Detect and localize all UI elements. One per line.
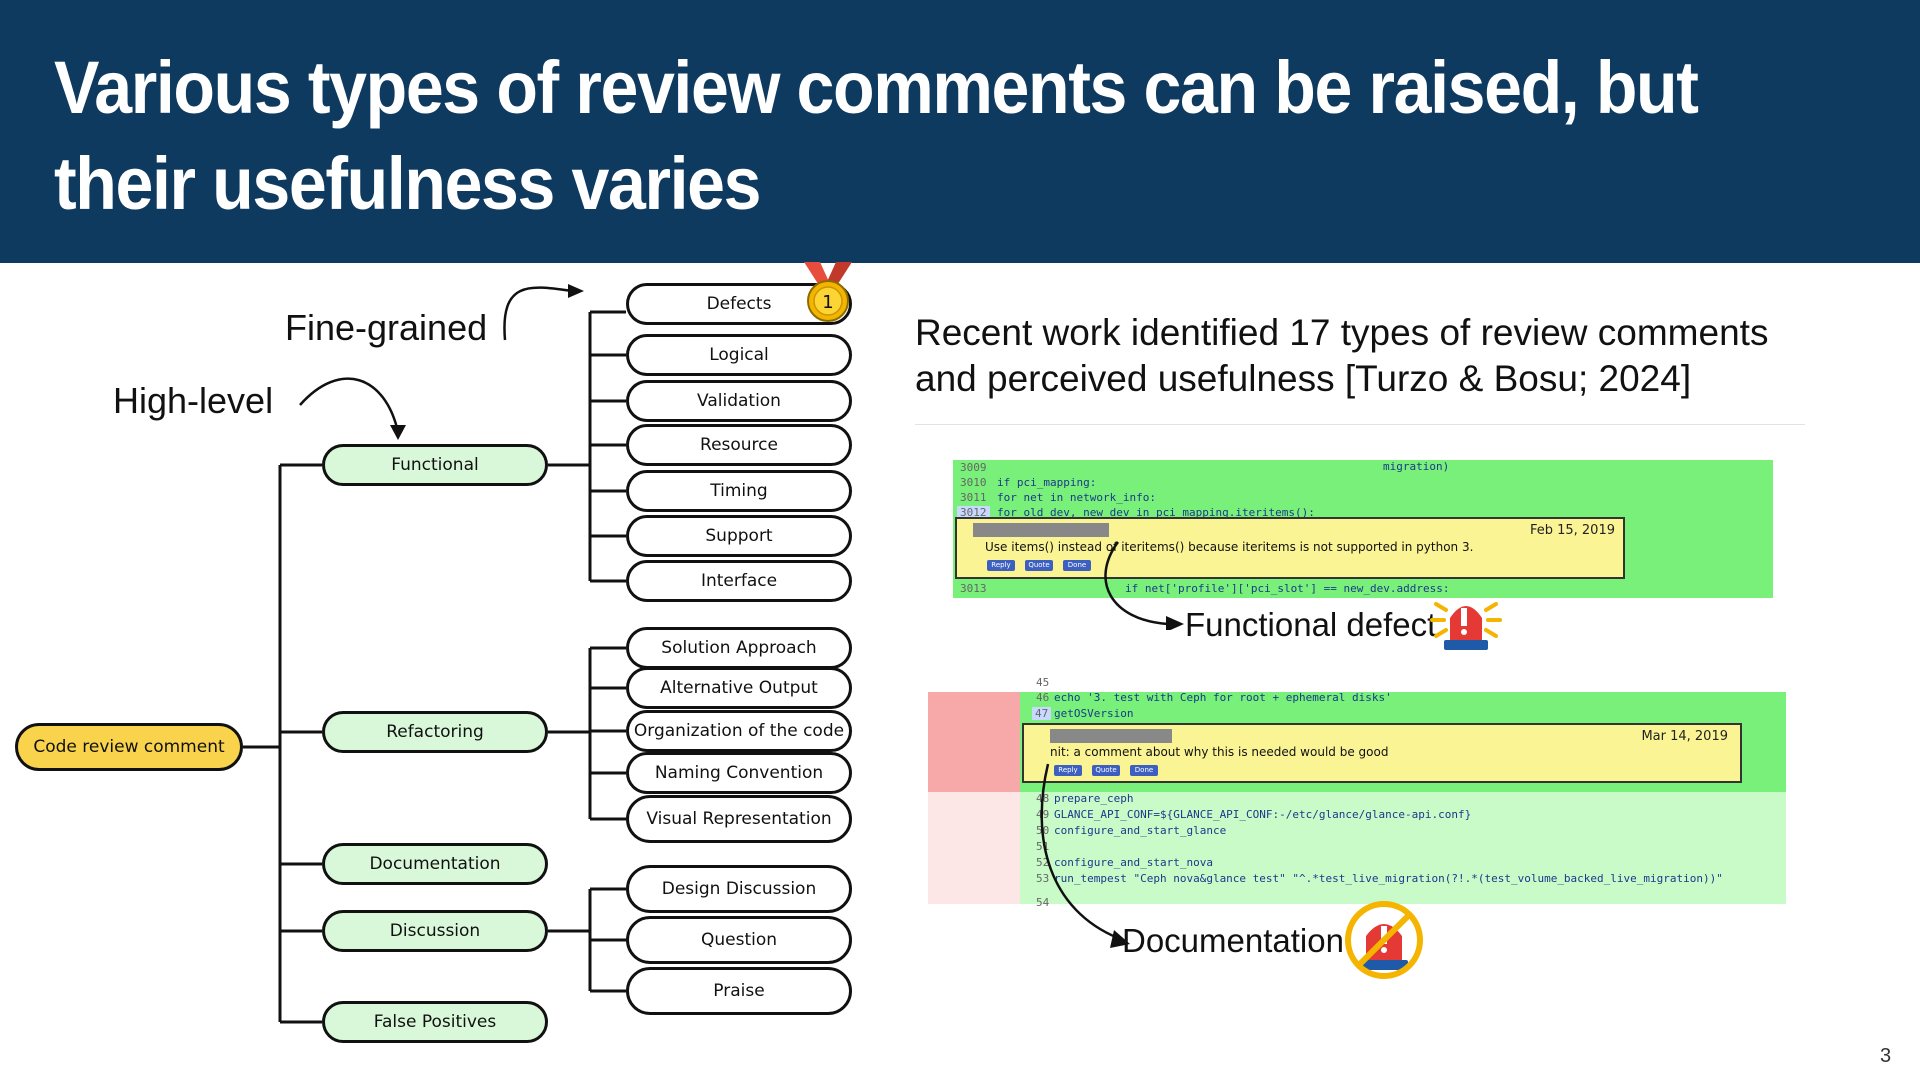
leaf-question: Question bbox=[626, 916, 852, 964]
done-button-2[interactable]: Done bbox=[1130, 765, 1158, 776]
deleted-lines-bg-light bbox=[928, 792, 1020, 904]
deleted-lines-bg bbox=[928, 692, 1020, 792]
research-note-line-2: and perceived usefulness [Turzo & Bosu; … bbox=[915, 358, 1692, 399]
reply-button[interactable]: Reply bbox=[987, 560, 1015, 571]
siren-alert-icon bbox=[1430, 602, 1502, 650]
added-lines-bg-light bbox=[1020, 792, 1786, 904]
root-node: Code review comment bbox=[15, 723, 243, 771]
arrow-to-functional-defect bbox=[1104, 541, 1184, 630]
title-banner: Various types of review comments can be … bbox=[0, 0, 1920, 263]
example-functional-defect-screenshot: 3009 migration) 3010 if pci_mapping: 301… bbox=[953, 460, 1773, 598]
review-comment-bubble-2: Mar 14, 2019 nit: a comment about why th… bbox=[1022, 723, 1742, 783]
done-button[interactable]: Done bbox=[1063, 560, 1091, 571]
leaf-logical: Logical bbox=[626, 334, 852, 376]
leaf-solution-approach: Solution Approach bbox=[626, 627, 852, 669]
node-discussion: Discussion bbox=[322, 910, 548, 952]
functional-defect-label: Functional defect bbox=[1185, 606, 1437, 643]
leaf-interface: Interface bbox=[626, 560, 852, 602]
medal-number: 1 bbox=[822, 292, 833, 313]
comment-text-2: nit: a comment about why this is needed … bbox=[1050, 745, 1389, 759]
slide-title: Various types of review comments can be … bbox=[54, 40, 1728, 232]
reviewer-name-redacted-2 bbox=[1050, 729, 1172, 743]
node-functional: Functional bbox=[322, 444, 548, 486]
research-note: Recent work identified 17 types of revie… bbox=[915, 310, 1768, 402]
high-level-label: High-level bbox=[113, 380, 274, 421]
separator-line bbox=[915, 424, 1805, 425]
example-documentation-screenshot: 45 46 echo '3. test with Ceph for root +… bbox=[928, 676, 1788, 922]
quote-button[interactable]: Quote bbox=[1025, 560, 1053, 571]
leaf-support: Support bbox=[626, 515, 852, 557]
medal-icon: 1 bbox=[804, 262, 852, 322]
leaf-design-discussion: Design Discussion bbox=[626, 865, 852, 913]
comment-date: Feb 15, 2019 bbox=[1529, 523, 1615, 538]
comment-date-2: Mar 14, 2019 bbox=[1641, 729, 1728, 744]
leaf-validation: Validation bbox=[626, 380, 852, 422]
arrow-to-documentation bbox=[1040, 763, 1130, 948]
documentation-label: Documentation bbox=[1122, 922, 1344, 959]
review-comment-bubble: Feb 15, 2019 Use items() instead of iter… bbox=[955, 517, 1625, 579]
leaf-naming-convention: Naming Convention bbox=[626, 752, 852, 794]
reviewer-name-redacted bbox=[973, 523, 1109, 537]
leaf-timing: Timing bbox=[626, 470, 852, 512]
siren-crossed-out-icon bbox=[1345, 901, 1423, 979]
leaf-organization-of-code: Organization of the code bbox=[626, 710, 852, 752]
fine-grained-label: Fine-grained bbox=[285, 307, 488, 348]
leaf-alternative-output: Alternative Output bbox=[626, 667, 852, 709]
research-note-line-1: Recent work identified 17 types of revie… bbox=[915, 312, 1769, 353]
comment-text: Use items() instead of iteritems() becau… bbox=[985, 540, 1474, 554]
reply-button-2[interactable]: Reply bbox=[1054, 765, 1082, 776]
page-number: 3 bbox=[1880, 1045, 1892, 1067]
node-documentation: Documentation bbox=[322, 843, 548, 885]
title-line-2: their usefulness varies bbox=[54, 142, 762, 225]
leaf-praise: Praise bbox=[626, 967, 852, 1015]
leaf-resource: Resource bbox=[626, 424, 852, 466]
node-false-positives: False Positives bbox=[322, 1001, 548, 1043]
quote-button-2[interactable]: Quote bbox=[1092, 765, 1120, 776]
title-line-1: Various types of review comments can be … bbox=[54, 46, 1699, 129]
node-refactoring: Refactoring bbox=[322, 711, 548, 753]
leaf-visual-representation: Visual Representation bbox=[626, 795, 852, 843]
